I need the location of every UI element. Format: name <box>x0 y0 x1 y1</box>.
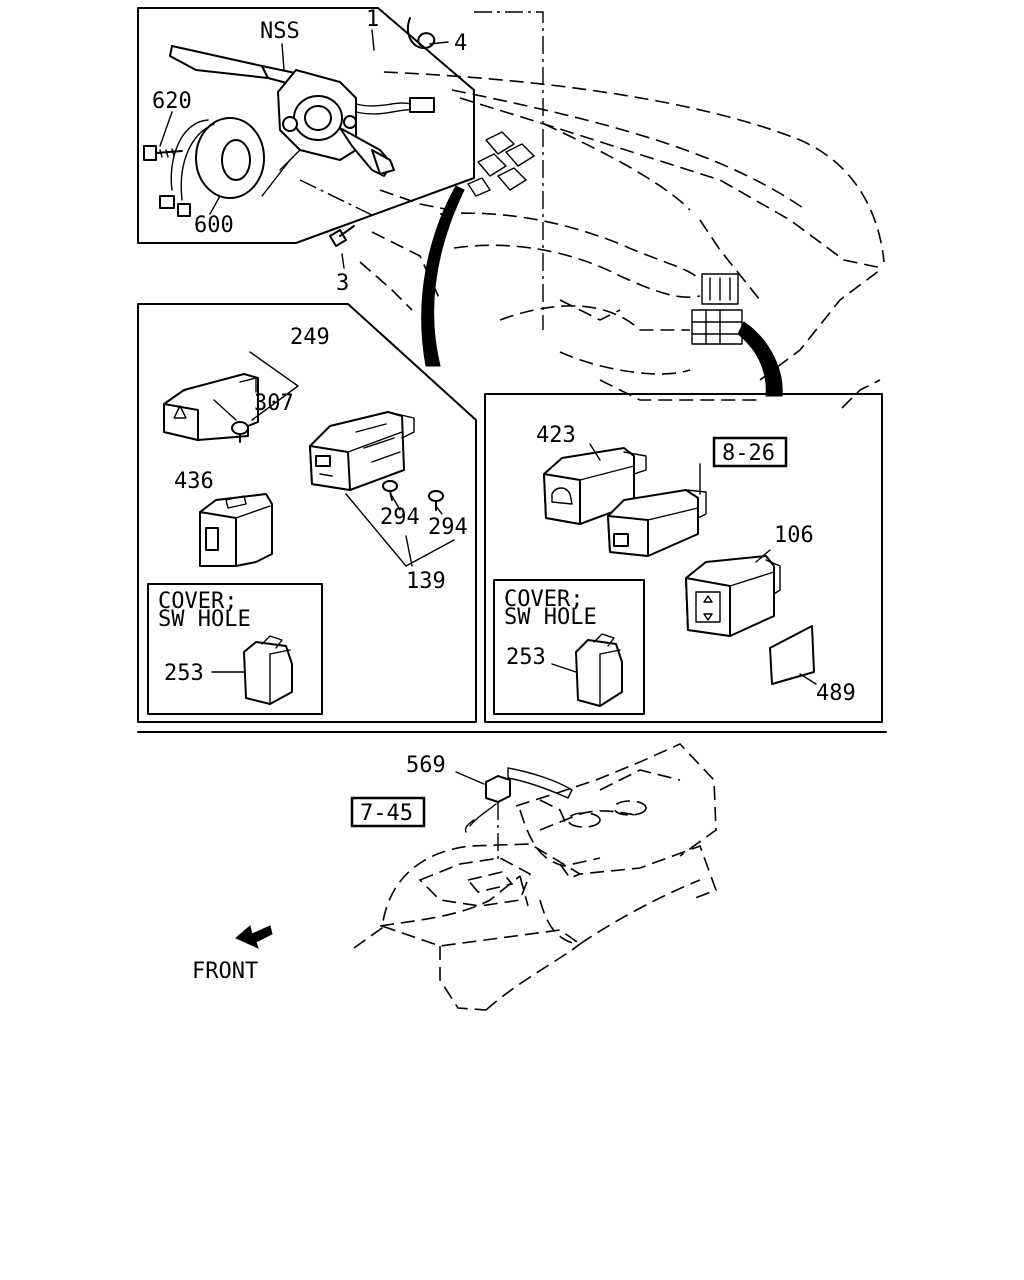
pointer-left <box>421 185 465 367</box>
callout-1: 1 <box>366 7 379 32</box>
screw-3: 3 <box>329 225 355 296</box>
switch-569 <box>464 775 511 860</box>
cover-sw-hole-right: COVER; SW HOLE 253 <box>493 579 645 715</box>
cover-253-right <box>575 633 623 707</box>
cover-right-line2: SW HOLE <box>504 605 597 630</box>
ref-box-8-26 <box>712 436 788 468</box>
callout-600: 600 <box>194 213 234 238</box>
front-direction: FRONT <box>192 925 273 984</box>
callout-569: 569 <box>406 753 446 778</box>
cover-left-line1: COVER; <box>158 589 237 614</box>
clip-294-b <box>428 490 444 511</box>
pointer-right <box>737 321 783 397</box>
right-switch-panel: 8-26 COVER; SW HOLE 253 <box>484 393 883 723</box>
cover-right-line1: COVER; <box>504 587 583 612</box>
plate-489 <box>769 625 815 685</box>
callout-3: 3 <box>336 271 349 296</box>
callout-253-left: 253 <box>164 661 204 686</box>
front-arrow-icon <box>235 925 273 949</box>
callout-249: 249 <box>290 325 330 350</box>
center-console: 569 7-45 <box>350 743 718 1011</box>
instrument-panel <box>359 71 885 409</box>
cover-sw-hole-left: COVER; SW HOLE 253 <box>147 583 323 715</box>
cover-left-line2: SW HOLE <box>158 607 251 632</box>
callout-4: 4 <box>454 31 467 56</box>
callout-ref-8-26: 8-26 <box>722 441 775 466</box>
callout-436: 436 <box>174 469 214 494</box>
ref-box-7-45 <box>350 796 426 828</box>
combination-switch-panel: 1 NSS 4 620 600 <box>137 7 544 330</box>
callout-620: 620 <box>152 89 192 114</box>
light-stalk <box>339 127 395 177</box>
combination-switch-body <box>277 69 357 161</box>
callout-ref-7-45: 7-45 <box>360 801 413 826</box>
switch-139 <box>309 411 415 491</box>
switch-423 <box>543 447 647 525</box>
spiral-cable-600 <box>159 117 265 217</box>
callout-106: 106 <box>774 523 814 548</box>
cover-253-left <box>243 635 293 705</box>
left-switch-panel: COVER; SW HOLE 253 249 307 436 294 294 1… <box>137 303 477 723</box>
callout-294-a: 294 <box>380 505 420 530</box>
mirror-switch-106 <box>685 555 781 637</box>
callout-139: 139 <box>406 569 446 594</box>
wiper-stalk <box>169 45 301 87</box>
callout-294-b: 294 <box>428 515 468 540</box>
switch-harness <box>261 97 435 197</box>
callout-489: 489 <box>816 681 856 706</box>
front-label: FRONT <box>192 959 258 984</box>
clip-307 <box>213 351 299 443</box>
callout-253-right: 253 <box>506 645 546 670</box>
callout-nss: NSS <box>260 19 300 44</box>
switch-436 <box>199 493 273 567</box>
clip-294-a <box>382 480 398 501</box>
parking-brake-lever <box>507 767 573 825</box>
screw-620 <box>143 145 183 161</box>
callout-423: 423 <box>536 423 576 448</box>
callout-307: 307 <box>254 391 294 416</box>
clip-4 <box>406 17 436 49</box>
switch-ref-8-26 <box>607 463 707 557</box>
